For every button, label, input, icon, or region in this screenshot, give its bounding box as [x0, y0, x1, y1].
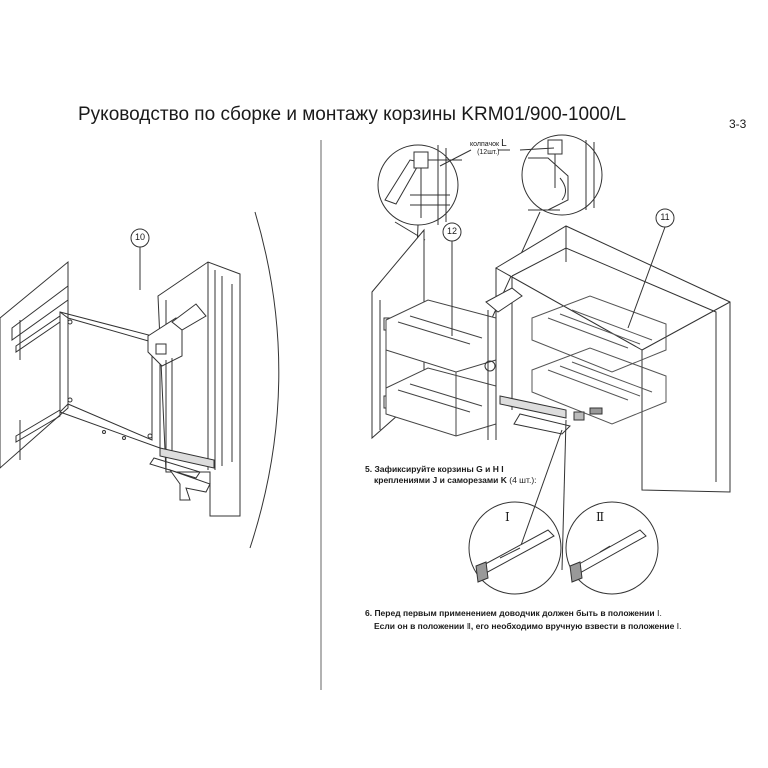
left-cabinet-figure	[0, 211, 280, 549]
step-6-text-f: Ⅰ.	[676, 621, 682, 631]
closer-detail-position-1	[468, 501, 562, 595]
step-5-text-b: I	[501, 464, 504, 474]
step-5-text-c: креплениями J и саморезами K	[374, 475, 507, 485]
step-6-text-c: Если он в положении	[374, 621, 467, 631]
step-5-line-2: креплениями J и саморезами K (4 шт.):	[374, 475, 537, 486]
step-6-text-e: , его необходимо вручную взвести в полож…	[470, 621, 677, 631]
callout-10: 10	[134, 232, 145, 242]
callout-12: 12	[446, 226, 457, 236]
cap-quantity: (12шт.)	[477, 149, 500, 156]
step-6-text-b: Ⅰ.	[656, 608, 662, 618]
cap-callout: колпачок L (12шт.)	[470, 138, 507, 157]
position-1-label: Ⅰ	[505, 510, 510, 524]
right-cabinet-figure	[371, 208, 731, 571]
page-title: Руководство по сборке и монтажу корзины …	[78, 104, 627, 125]
step-6-text-a: 6. Перед первым применением доводчик дол…	[365, 608, 657, 618]
cap-label: колпачок	[470, 141, 500, 148]
step-5-text-d: (4 шт.):	[506, 475, 537, 485]
step-6-line-1: 6. Перед первым применением доводчик дол…	[365, 608, 662, 619]
step-5-line-1: 5. Зафиксируйте корзины G и H I	[365, 464, 504, 475]
callout-11: 11	[660, 212, 670, 222]
position-2-label: Ⅱ	[596, 510, 605, 524]
step-5-text-a: 5. Зафиксируйте корзины G и H	[365, 464, 499, 474]
page-number: 3-3	[729, 117, 747, 131]
zoom-detail-cap-right	[521, 134, 603, 216]
step-6-text-d: Ⅱ	[466, 621, 471, 631]
step-6-line-2: Если он в положении Ⅱ, его необходимо вр…	[374, 621, 682, 632]
cap-letter: L	[501, 138, 507, 149]
closer-detail-position-2	[565, 501, 659, 595]
